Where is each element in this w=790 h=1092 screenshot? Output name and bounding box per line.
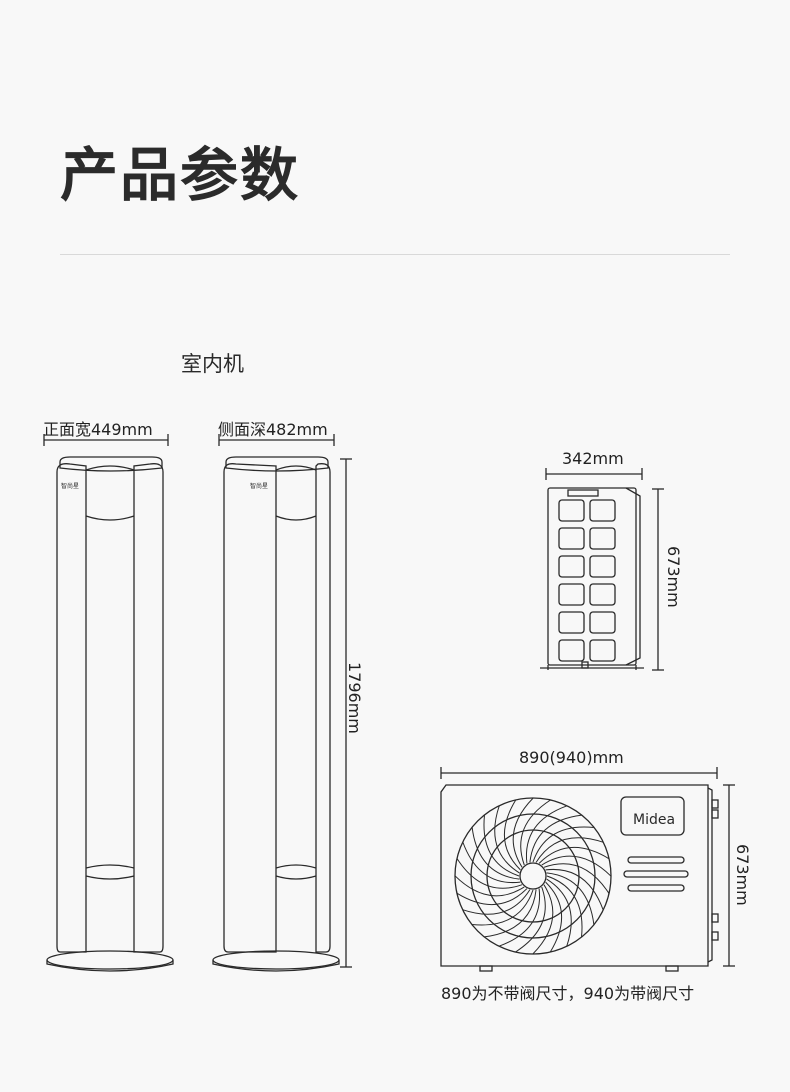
fan-spoke xyxy=(538,847,610,864)
fan-spoke xyxy=(456,858,523,889)
fan-spoke xyxy=(543,863,610,894)
fan-spoke xyxy=(520,799,551,866)
outdoor-side-width-dimension xyxy=(545,468,643,480)
fan-spoke xyxy=(532,884,554,955)
grille-cell xyxy=(589,499,616,522)
fan-spoke xyxy=(541,855,612,877)
indoor-front-width-label: 正面宽449mm xyxy=(43,420,153,439)
fan-spoke xyxy=(471,889,534,926)
fan-spoke xyxy=(515,886,546,953)
indoor-badge-side: 智尚星 xyxy=(250,482,268,490)
grille-cell xyxy=(589,583,616,606)
indoor-unit-side-view xyxy=(212,456,340,972)
fan-ring xyxy=(470,813,596,939)
fan-spoke xyxy=(546,875,583,938)
outdoor-front-width-dimension xyxy=(440,767,718,779)
grille-cell xyxy=(558,527,585,550)
indoor-section-label: 室内机 xyxy=(181,352,244,376)
outdoor-front-height-dimension xyxy=(723,784,735,967)
fan-spoke xyxy=(532,826,595,863)
fan-spoke xyxy=(512,797,534,868)
fan-spoke xyxy=(498,888,541,947)
outdoor-unit-front-view xyxy=(440,784,719,972)
fan-spoke xyxy=(535,837,604,863)
fan-spoke xyxy=(471,827,520,880)
fan-spoke xyxy=(545,881,562,953)
fan-spoke xyxy=(546,878,572,947)
fan-spoke xyxy=(504,799,521,871)
outdoor-side-grille xyxy=(558,499,616,662)
fan-spoke xyxy=(525,805,568,864)
fan-spoke xyxy=(494,805,520,874)
fan-spoke xyxy=(462,889,531,915)
indoor-side-depth-label: 侧面深482mm xyxy=(218,420,328,439)
indoor-height-dimension xyxy=(340,458,352,968)
outdoor-side-width-label: 342mm xyxy=(562,449,624,468)
title-divider xyxy=(60,254,730,255)
grille-cell xyxy=(589,639,616,662)
fan-spoke xyxy=(546,872,595,925)
fan-spoke xyxy=(529,814,582,863)
page-title: 产品参数 xyxy=(60,141,301,209)
outdoor-front-width-label: 890(940)mm xyxy=(519,748,624,767)
indoor-side-depth-dimension xyxy=(218,434,335,446)
outdoor-unit-side-view xyxy=(540,487,644,670)
indoor-unit-front-view xyxy=(46,456,174,972)
fan-spoke xyxy=(545,868,604,911)
grille-cell xyxy=(558,583,585,606)
indoor-front-width-dimension xyxy=(43,434,169,446)
grille-cell xyxy=(589,527,616,550)
fan-spoke xyxy=(462,841,521,884)
grille-cell xyxy=(589,611,616,634)
outdoor-fan-grille xyxy=(454,797,612,955)
grille-cell xyxy=(558,639,585,662)
grille-cell xyxy=(558,555,585,578)
fan-ring xyxy=(454,797,612,955)
grille-cell xyxy=(558,611,585,634)
grille-cell xyxy=(589,555,616,578)
valve-size-note: 890为不带阀尺寸，940为带阀尺寸 xyxy=(441,984,695,1003)
fan-spoke xyxy=(484,889,537,938)
fan-spoke xyxy=(483,814,520,877)
fan-hub xyxy=(519,862,547,890)
outdoor-side-height-dimension xyxy=(652,488,664,671)
fan-spoke xyxy=(454,875,525,897)
fan-spoke xyxy=(456,888,528,905)
midea-logo: Midea xyxy=(633,812,675,828)
grille-cell xyxy=(558,499,585,522)
indoor-badge-front: 智尚星 xyxy=(61,482,79,490)
fan-ring xyxy=(486,829,580,923)
